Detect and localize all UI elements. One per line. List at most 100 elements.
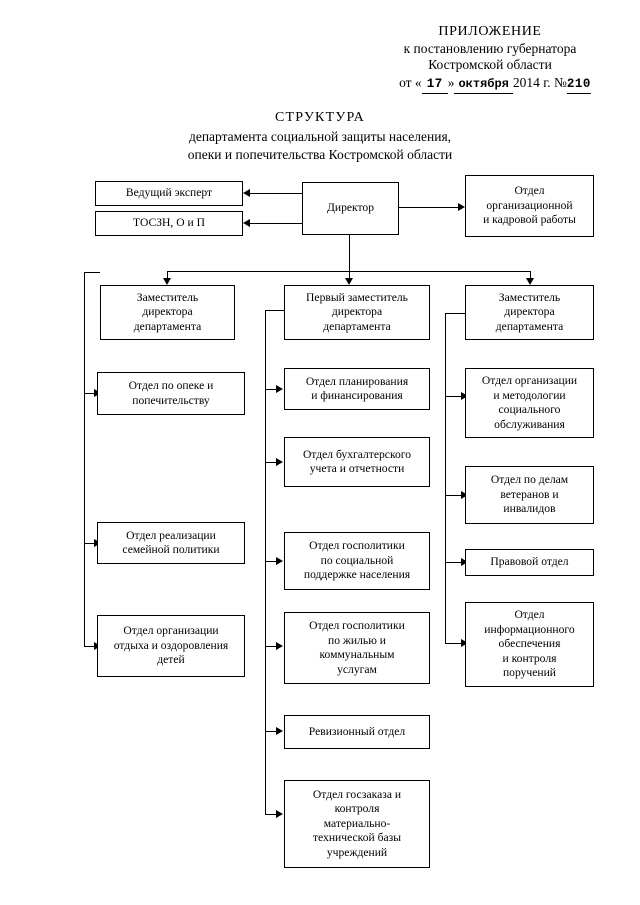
node-org-hr[interactable]: Отдел организационной и кадровой работы <box>465 175 594 237</box>
edge-left-family-policy <box>84 543 97 545</box>
arrowhead-veterans <box>461 491 468 499</box>
document-number-value: 210 <box>566 76 591 94</box>
node-audit[interactable]: Ревизионный отдел <box>284 715 430 749</box>
middle-spine <box>265 310 267 815</box>
node-guardianship-line1: Отдел по опеке и <box>128 379 214 392</box>
node-rest-health-line3: детей <box>157 653 185 667</box>
node-housing-line1: Отдел госполитики <box>309 619 405 632</box>
right-spine <box>445 313 447 644</box>
node-procurement-line4: технической базы <box>312 831 402 845</box>
node-toszn[interactable]: ТОСЗН, О и П <box>95 211 243 236</box>
number-sign: № <box>554 75 567 90</box>
arrowhead-lead-expert <box>243 189 250 197</box>
node-info-control[interactable]: Отдел информационного обеспечения и конт… <box>465 602 594 687</box>
node-methodology-line1: Отдел организации <box>481 374 578 387</box>
node-accounting[interactable]: Отдел бухгалтерского учета и отчетности <box>284 437 430 487</box>
edge-right-info-control <box>445 643 465 645</box>
node-procurement[interactable]: Отдел госзаказа и контроля материально- … <box>284 780 430 868</box>
node-org-hr-line3: и кадровой работы <box>483 213 576 227</box>
date-year: 2014 <box>512 75 540 90</box>
edge-mid-planning <box>265 389 279 391</box>
node-guardianship-line2: попечительству <box>132 393 210 407</box>
date-month-value: октября <box>454 76 513 94</box>
node-family-policy[interactable]: Отдел реализации семейной политики <box>97 522 245 564</box>
node-veterans-line1: Отдел по делам <box>490 473 569 487</box>
edge-director-toszn <box>248 223 303 225</box>
node-deputy-first-line3: департамента <box>323 319 391 333</box>
appendix-line-3: Костромской области <box>428 57 552 72</box>
node-social-support[interactable]: Отдел госполитики по социальной поддержк… <box>284 532 430 590</box>
node-veterans[interactable]: Отдел по делам ветеранов и инвалидов <box>465 466 594 524</box>
node-accounting-line1: Отдел бухгалтерского <box>302 447 412 461</box>
node-planning[interactable]: Отдел планирования и финансирования <box>284 368 430 410</box>
edge-director-bus-drop <box>349 235 351 272</box>
node-housing-line3: коммунальным <box>319 648 395 661</box>
node-deputy-right-line2: директора <box>504 305 555 319</box>
node-director[interactable]: Директор <box>302 182 399 235</box>
node-deputy-left[interactable]: Заместитель директора департамента <box>100 285 235 340</box>
arrowhead-methodology <box>461 392 468 400</box>
node-deputy-first-line2: директора <box>331 305 383 319</box>
node-deputy-first-line1: Первый заместитель <box>306 290 408 304</box>
node-lead-expert[interactable]: Ведущий эксперт <box>95 181 243 206</box>
node-family-policy-line2: семейной политики <box>122 543 220 556</box>
arrowhead-planning <box>276 385 283 393</box>
node-org-hr-line2: организационной <box>486 198 573 212</box>
node-planning-line2: и финансирования <box>311 389 403 402</box>
node-rest-health-line1: Отдел организации <box>123 624 219 638</box>
edge-bus-deputy-first <box>349 271 351 281</box>
node-deputy-left-line1: Заместитель <box>136 290 199 304</box>
node-legal[interactable]: Правовой отдел <box>465 549 594 576</box>
edge-bus-deputy-left <box>167 271 169 281</box>
left-spine-top-stub <box>84 272 100 274</box>
edge-right-legal <box>445 562 465 564</box>
edge-left-rest-health <box>84 646 97 648</box>
node-methodology-line4: обслуживания <box>494 417 565 431</box>
node-info-control-line5: поручений <box>502 666 557 680</box>
node-social-support-line2: по социальной <box>320 553 394 567</box>
appendix-line-2: к постановлению губернатора <box>403 41 577 56</box>
page-subtitle-1: департамента социальной защиты населения… <box>188 129 452 144</box>
arrowhead-audit <box>276 727 283 735</box>
node-deputy-left-line2: директора <box>142 305 193 319</box>
edge-mid-social-support <box>265 561 279 563</box>
arrowhead-deputy-right <box>526 278 534 285</box>
node-veterans-line2: ветеранов и <box>500 487 559 501</box>
node-deputy-first[interactable]: Первый заместитель директора департамент… <box>284 285 430 340</box>
arrowhead-org-hr <box>458 203 465 211</box>
node-guardianship[interactable]: Отдел по опеке и попечительству <box>97 372 245 415</box>
node-lead-expert-label: Ведущий эксперт <box>125 186 213 200</box>
date-mid: » <box>447 75 455 90</box>
node-procurement-line2: контроля <box>334 802 380 816</box>
node-deputy-right-line1: Заместитель <box>498 290 561 304</box>
node-housing-line4: услугам <box>337 662 377 676</box>
date-prefix: от « <box>399 75 422 90</box>
node-accounting-line2: учета и отчетности <box>309 462 405 475</box>
arrowhead-accounting <box>276 458 283 466</box>
node-rest-health[interactable]: Отдел организации отдыха и оздоровления … <box>97 615 245 677</box>
page-title: СТРУКТУРА <box>275 110 365 125</box>
edge-director-lead-expert <box>248 193 303 195</box>
edge-mid-procurement <box>265 814 279 816</box>
node-info-control-line2: информационного <box>484 622 575 636</box>
node-procurement-line5: учреждений <box>326 845 388 859</box>
page-subtitle-2: опеки и попечительства Костромской облас… <box>187 147 453 162</box>
edge-right-veterans <box>445 495 465 497</box>
node-housing-line2: по жилью и <box>328 633 386 647</box>
appendix-heading: ПРИЛОЖЕНИЕ <box>438 24 542 39</box>
middle-spine-top-stub <box>265 310 284 312</box>
node-org-hr-line1: Отдел <box>514 184 545 198</box>
node-housing[interactable]: Отдел госполитики по жилью и коммунальны… <box>284 612 430 684</box>
edge-right-methodology <box>445 396 465 398</box>
edge-bus-deputy-right <box>530 271 532 281</box>
node-deputy-right[interactable]: Заместитель директора департамента <box>465 285 594 340</box>
node-procurement-line1: Отдел госзаказа и <box>312 787 402 801</box>
node-info-control-line4: и контроля <box>502 651 557 665</box>
node-methodology[interactable]: Отдел организации и методологии социальн… <box>465 368 594 438</box>
node-veterans-line3: инвалидов <box>503 502 556 516</box>
edge-left-guardianship <box>84 393 97 395</box>
node-social-support-line3: поддержке населения <box>303 568 411 582</box>
edge-director-org-hr <box>399 207 460 209</box>
node-social-support-line1: Отдел госполитики <box>309 539 405 553</box>
